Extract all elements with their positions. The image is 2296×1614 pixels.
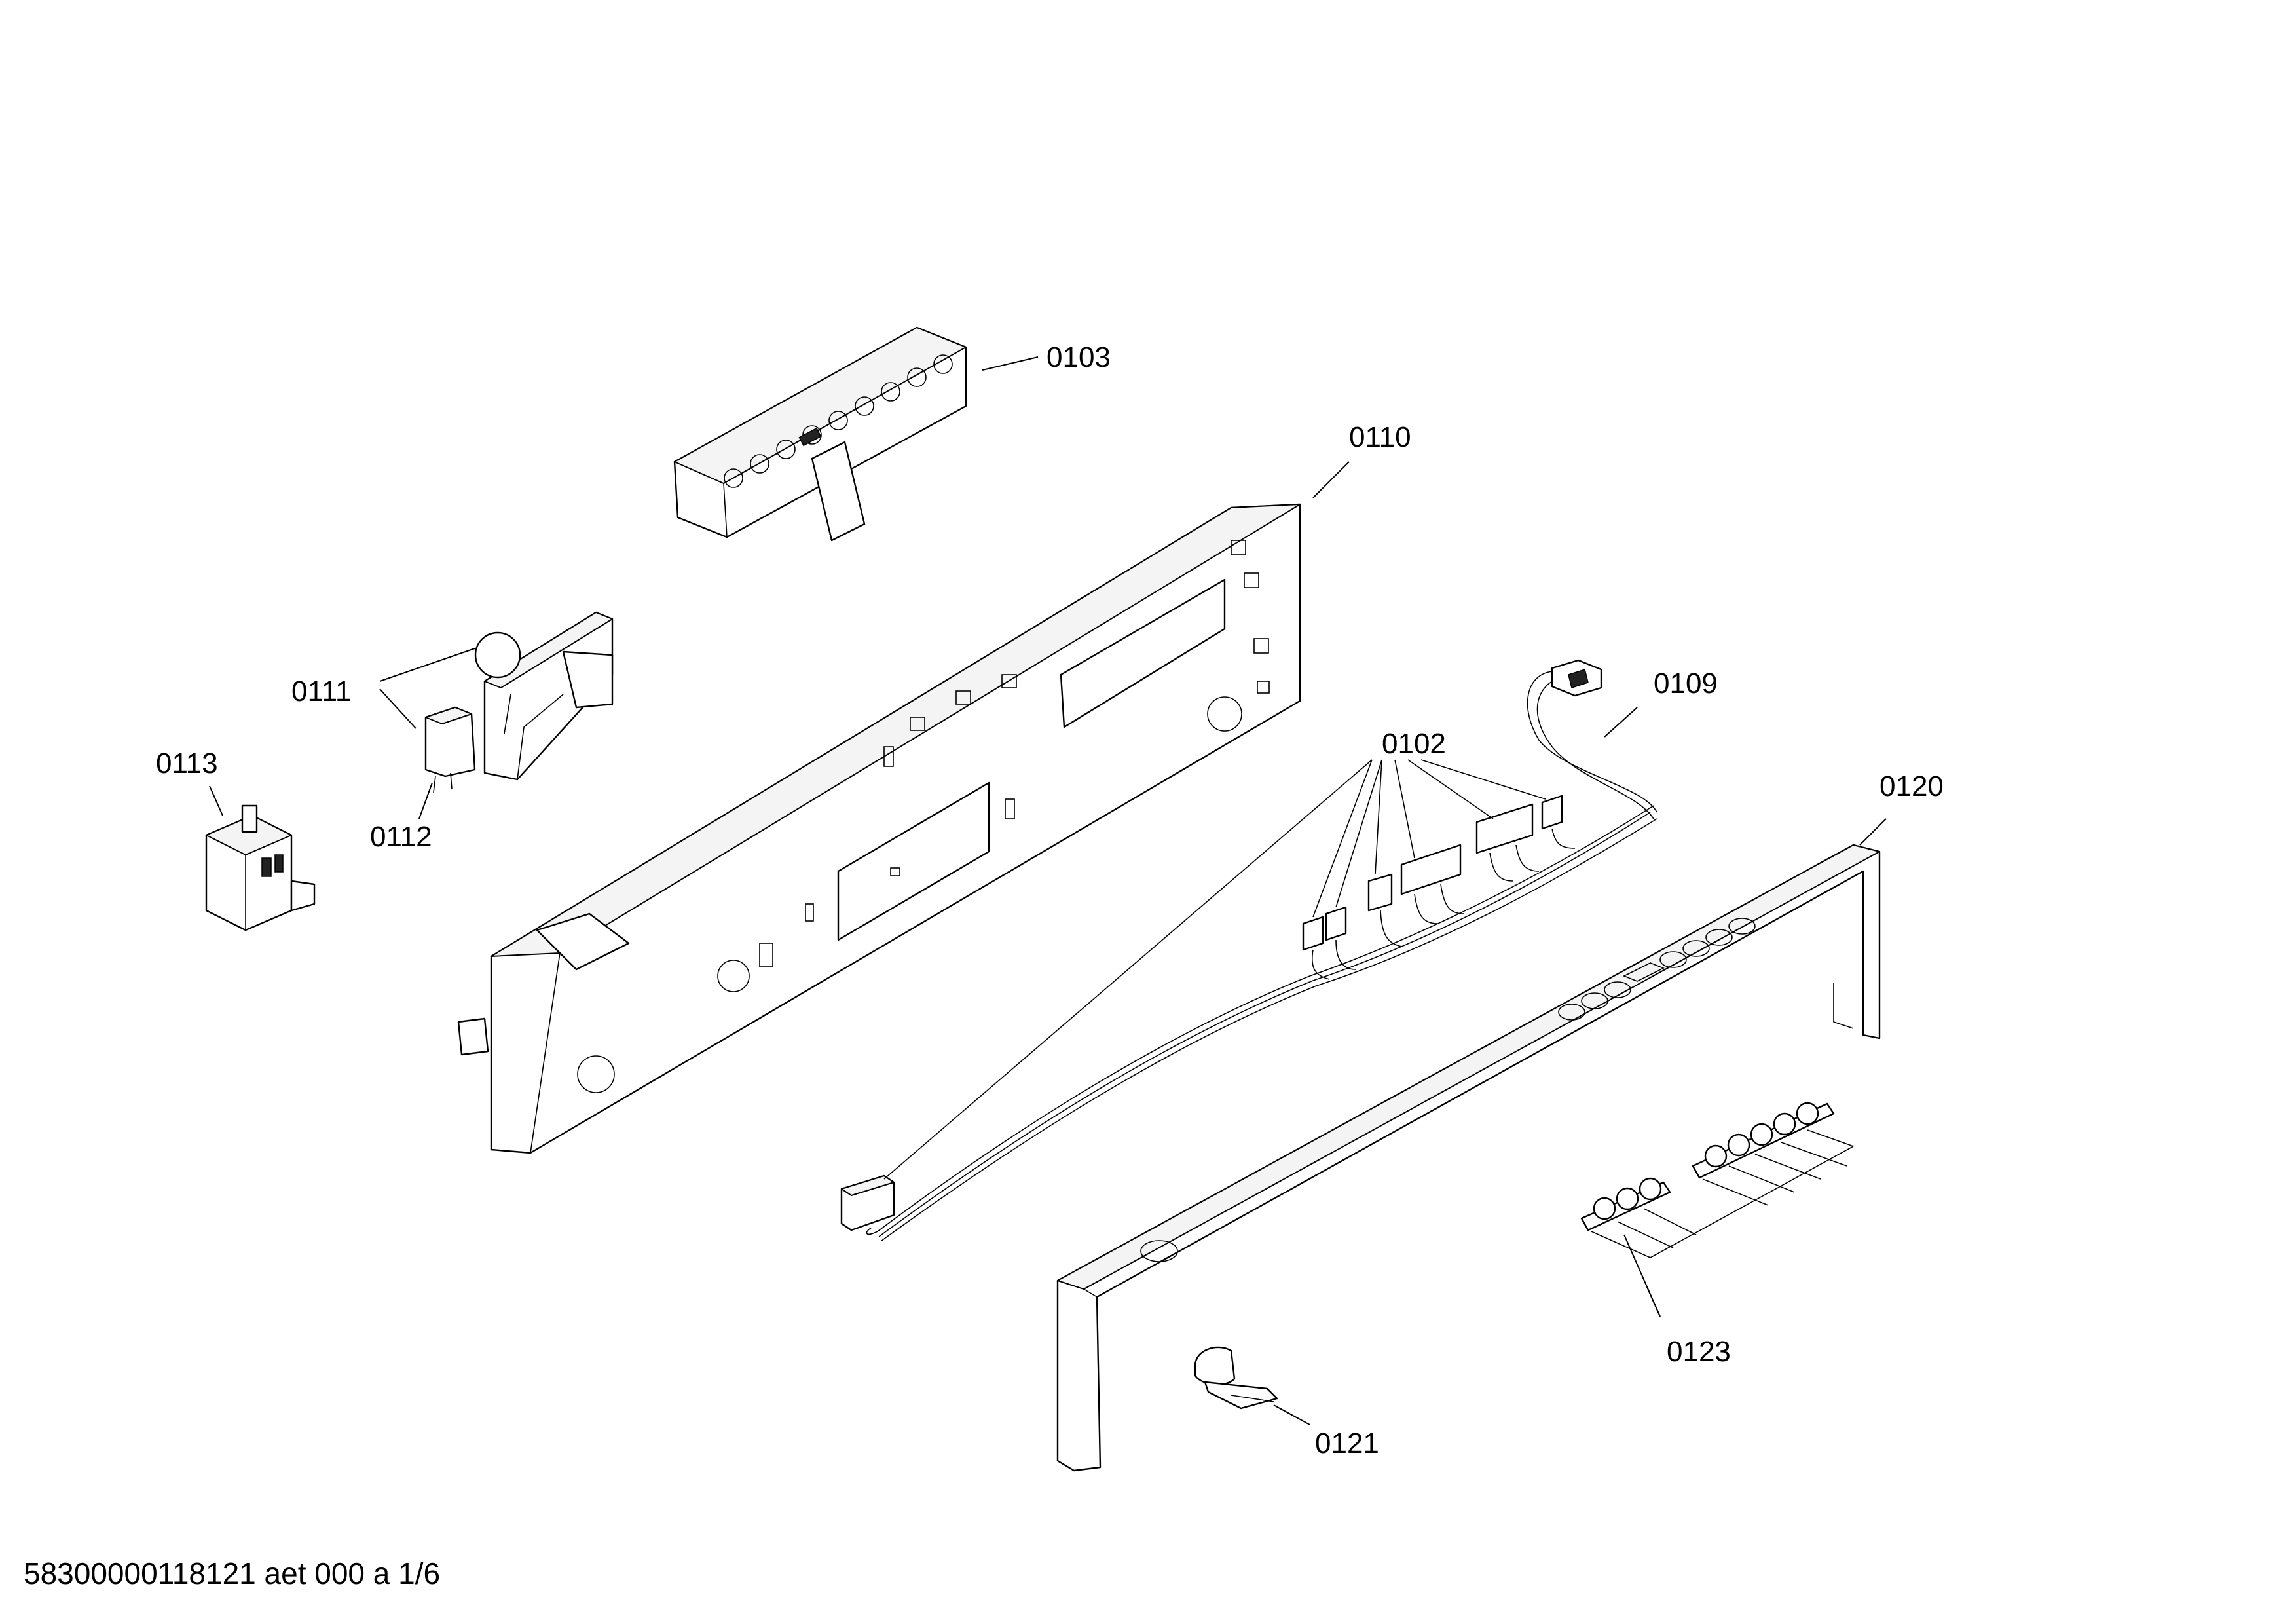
label-0113: 0113: [156, 747, 218, 779]
label-0102: 0102: [1382, 728, 1446, 760]
part-0109-harness-connector: [1527, 659, 1657, 819]
label-0121: 0121: [1315, 1427, 1379, 1459]
part-0120-fascia-trim: [1056, 844, 1881, 1472]
label-0123: 0123: [1667, 1336, 1731, 1368]
part-labels: 0103 0110 0111 0112 0113 0102 0109 0120 …: [156, 341, 1944, 1459]
part-0121-light-guide: [1194, 1346, 1278, 1410]
part-0123-led-boards: [1580, 1102, 1854, 1258]
label-0112: 0112: [370, 821, 432, 853]
leader-lines: [209, 356, 1887, 1425]
label-0103: 0103: [1046, 341, 1111, 373]
part-0111-door-switch: [474, 611, 614, 781]
part-0102-wiring-harness: [840, 795, 1657, 1242]
label-0110: 0110: [1349, 421, 1411, 453]
part-0112-capacitor: [424, 706, 476, 793]
label-0111: 0111: [291, 675, 351, 707]
label-0120: 0120: [1879, 770, 1944, 802]
label-0109: 0109: [1654, 667, 1718, 700]
part-0110-control-panel-frame: [457, 503, 1301, 1154]
part-0103-electronic-module: [673, 326, 967, 542]
document-id-footer: 58300000118121 aet 000 a 1/6: [24, 1556, 440, 1590]
part-0113-connector-block: [205, 804, 316, 931]
